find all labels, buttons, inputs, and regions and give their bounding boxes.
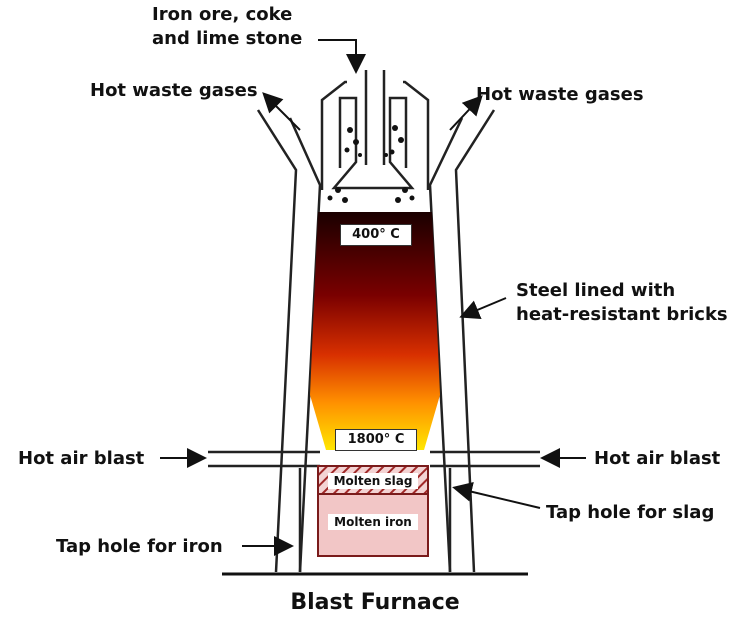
slag-label: Molten slag	[328, 473, 418, 489]
label-lining-line1: Steel lined with	[516, 280, 676, 301]
label-arrows	[160, 39, 586, 556]
furnace-interior	[310, 212, 440, 450]
diagram-title: Blast Furnace	[290, 590, 460, 615]
label-tap-iron: Tap hole for iron	[56, 536, 223, 557]
iron-label: Molten iron	[328, 514, 418, 530]
label-lining-line2: heat-resistant bricks	[516, 304, 728, 325]
air-pipes	[208, 450, 540, 468]
temp-top-badge: 400° C	[340, 224, 412, 246]
hearth-walls	[298, 468, 452, 572]
label-tap-slag: Tap hole for slag	[546, 502, 715, 523]
label-input-line2: and lime stone	[152, 28, 303, 49]
label-waste-gas-left: Hot waste gases	[90, 80, 258, 101]
label-air-right: Hot air blast	[594, 448, 721, 469]
charge-particles	[327, 125, 415, 203]
label-waste-gas-right: Hot waste gases	[476, 84, 644, 105]
label-air-left: Hot air blast	[18, 448, 145, 469]
label-input-line1: Iron ore, coke	[152, 4, 293, 25]
temp-bottom-badge: 1800° C	[335, 429, 417, 451]
furnace-shell	[256, 70, 496, 573]
